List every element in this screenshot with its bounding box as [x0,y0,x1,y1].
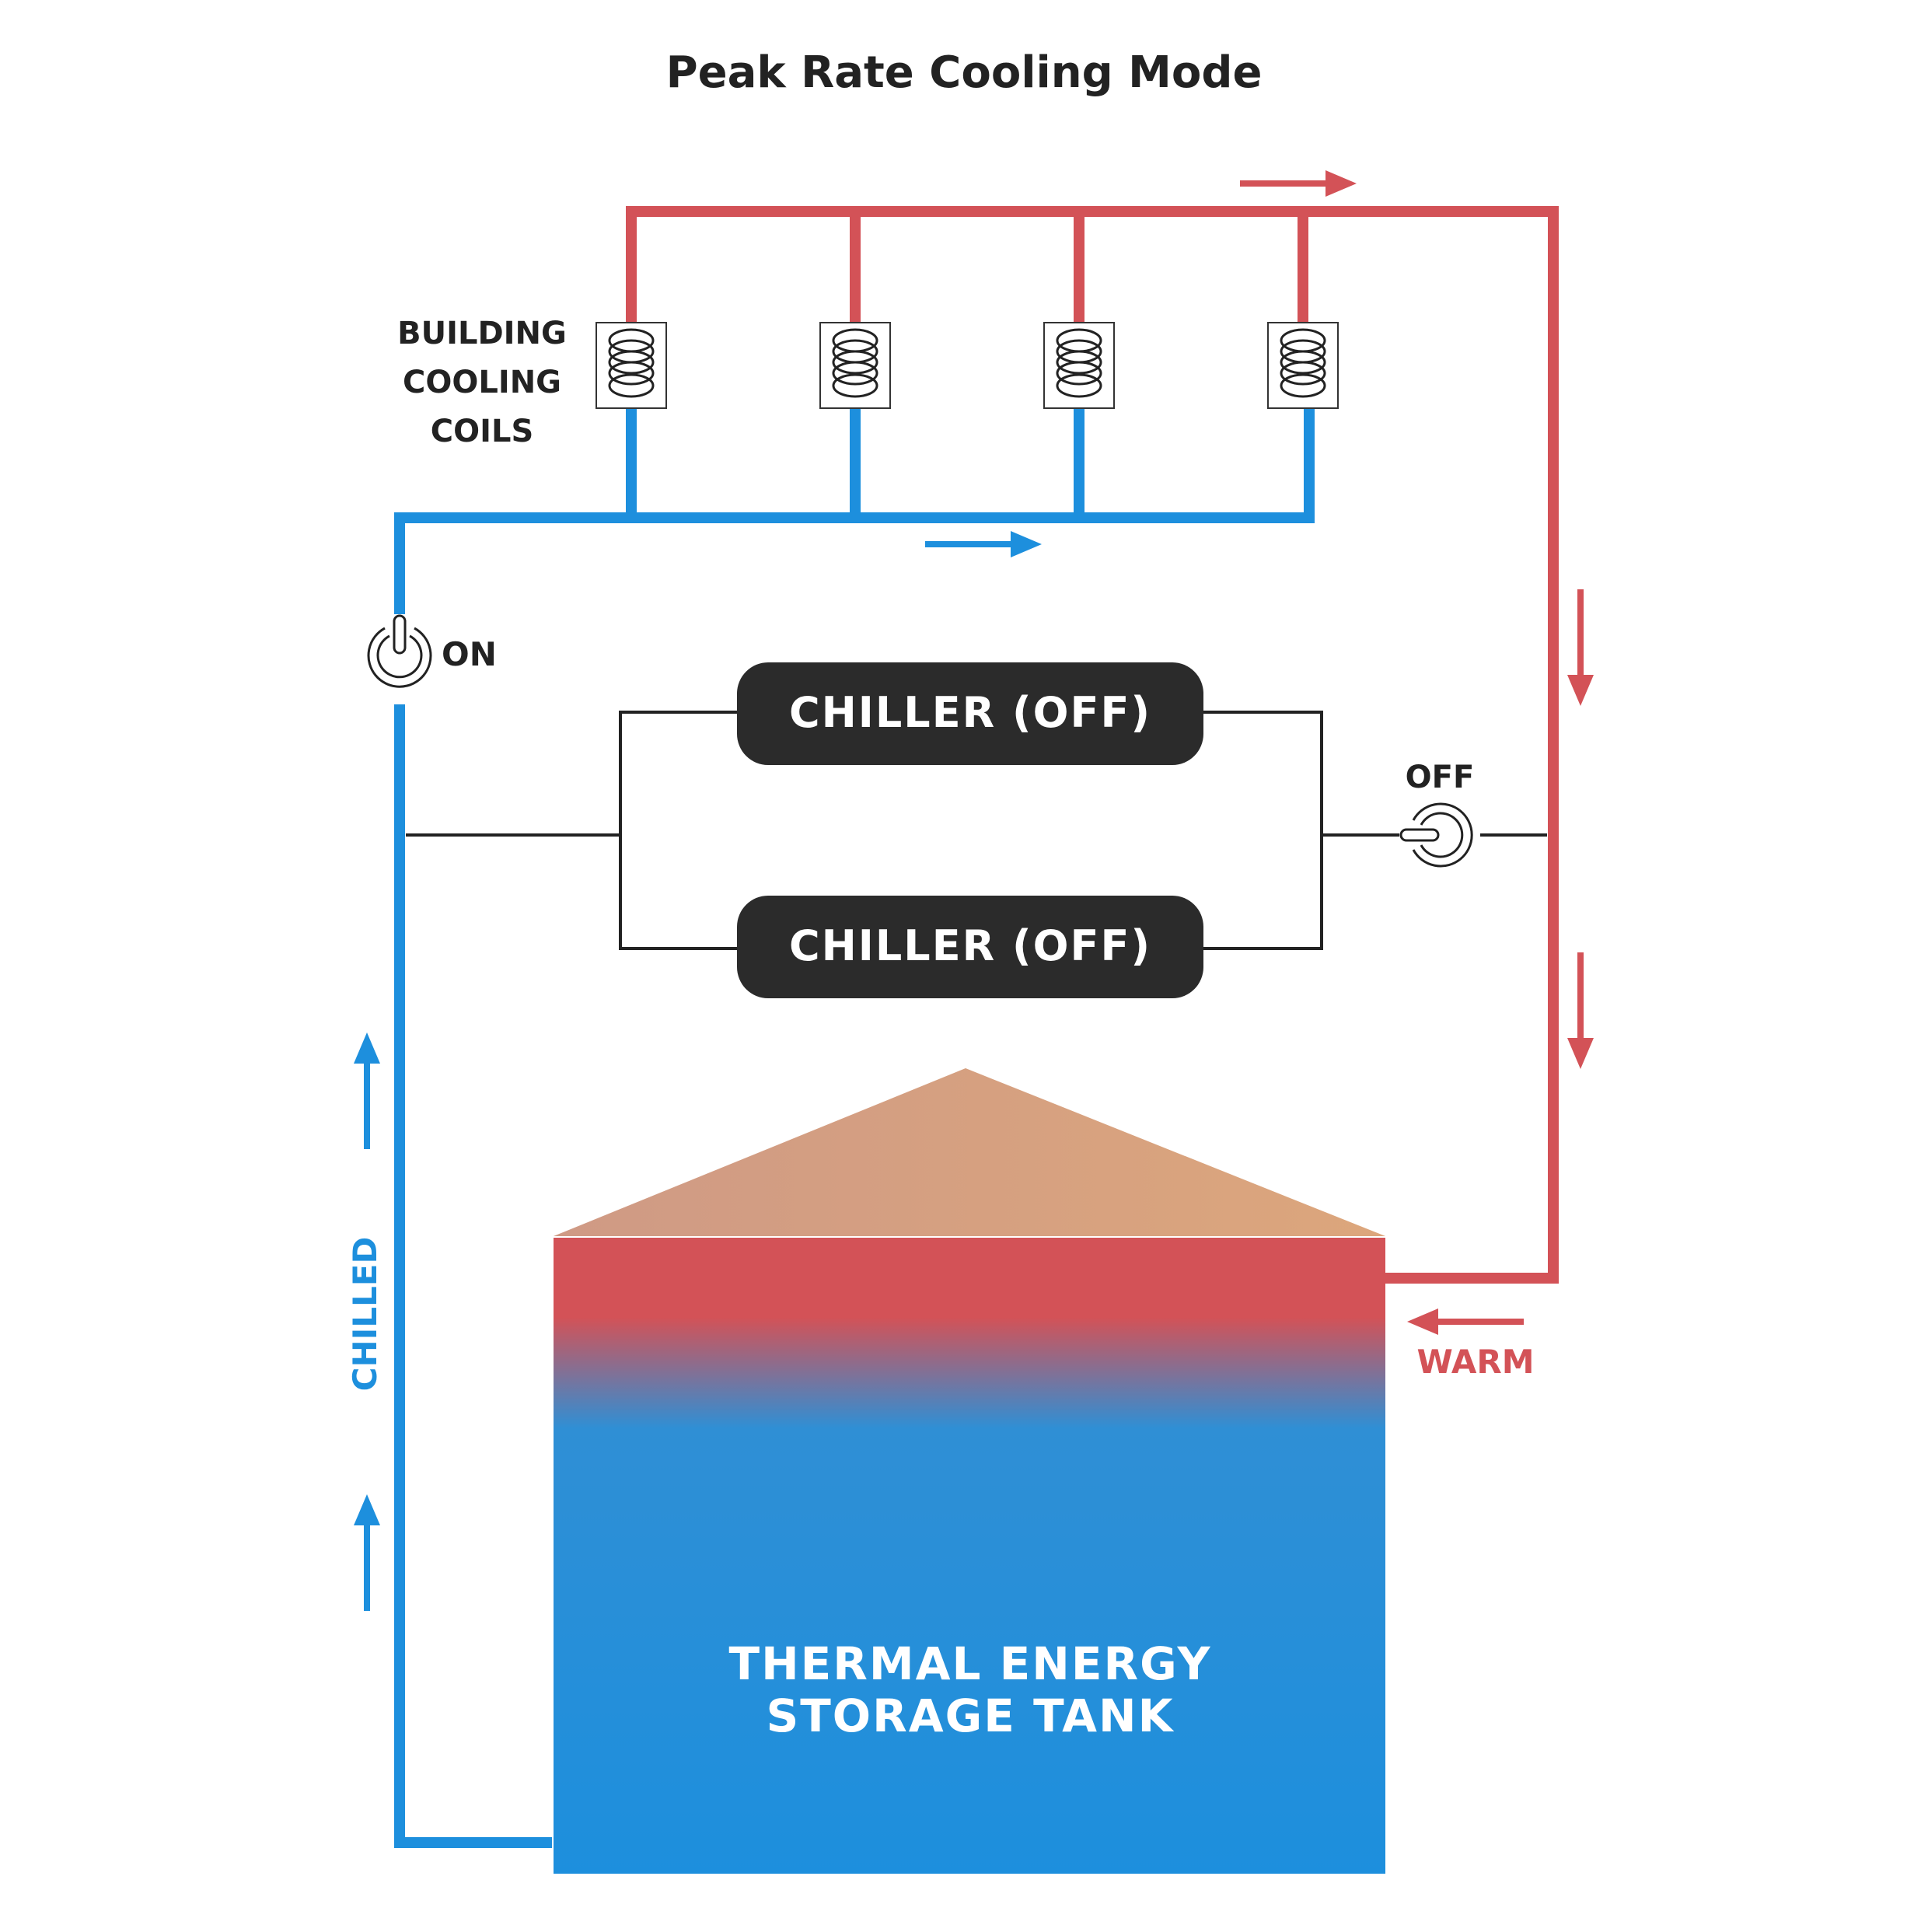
arrow-icon [925,531,1042,557]
warm-label: WARM [1416,1343,1534,1381]
valve-on-label: ON [442,635,497,673]
power-on-icon [367,614,432,688]
chiller-label-1: CHILLER (OFF) [789,688,1151,737]
coil-icon [1043,322,1115,409]
warm-return-pipe [626,206,1559,1284]
coils-label-line-2: COOLING [403,365,561,400]
chiller-wiring [406,711,1547,950]
coil-icon [819,322,891,409]
chilled-label: CHILLED [346,1237,384,1392]
coil-icon [1267,322,1339,409]
tank-body [554,1238,1385,1874]
chiller-unit-1: CHILLER (OFF) [737,662,1203,765]
diagram-title: Peak Rate Cooling Mode [666,47,1263,98]
power-off-icon [1399,802,1473,868]
tank-label-line-1: THERMAL ENERGY [729,1637,1212,1690]
coil-icon [596,322,667,409]
tank-roof [554,1068,1385,1236]
arrow-icon [354,1494,380,1611]
chiller-label-2: CHILLER (OFF) [789,921,1151,970]
chilled-supply-pipe-lower [394,704,552,1848]
arrow-icon [1567,952,1594,1069]
valve-off-label: OFF [1406,760,1475,795]
arrow-icon [1240,170,1357,197]
arrow-icon [1567,589,1594,706]
coils-label-line-3: COILS [431,414,534,449]
coils-label-line-1: BUILDING [397,316,567,351]
tank-label-line-2: STORAGE TANK [766,1689,1174,1742]
arrow-icon [354,1032,380,1149]
chiller-unit-2: CHILLER (OFF) [737,896,1203,998]
arrow-icon [1407,1308,1524,1335]
